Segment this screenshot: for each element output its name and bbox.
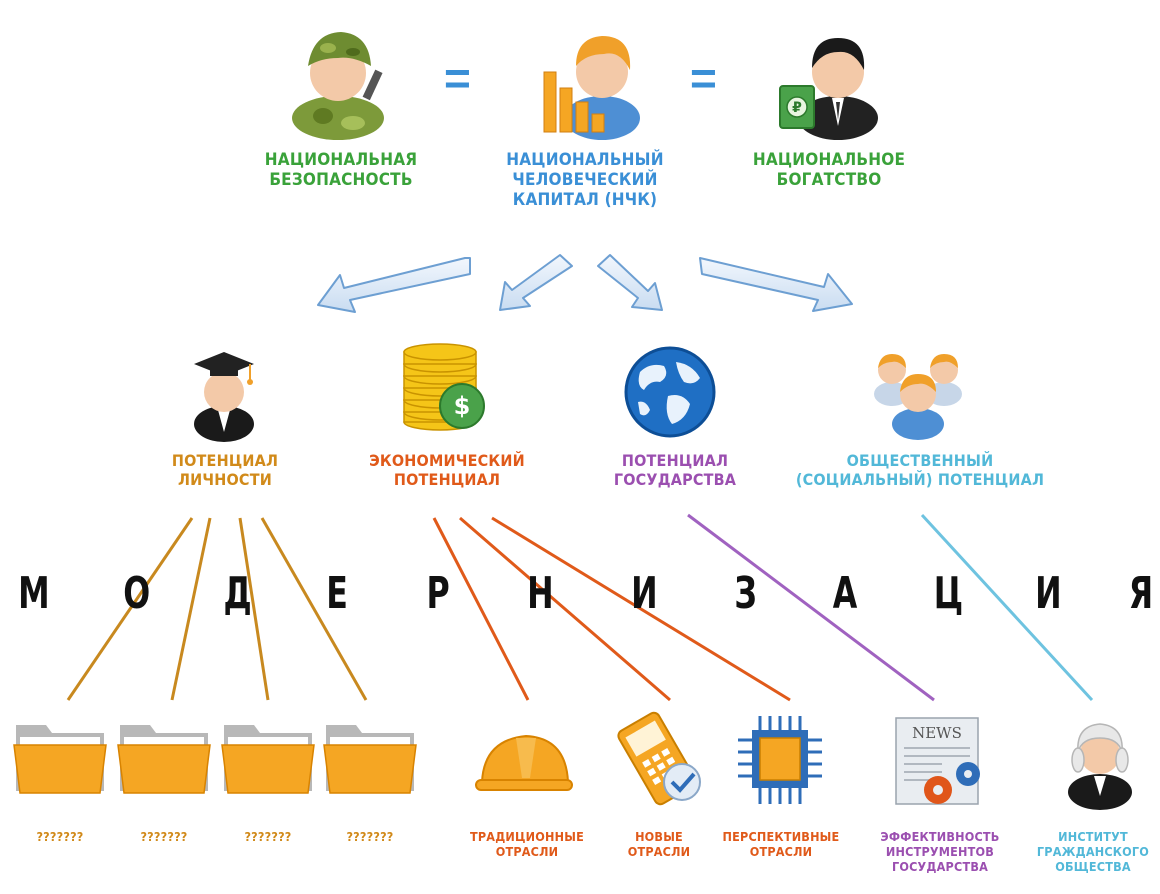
social-potential-line2: (СОЦИАЛЬНЫЙ) ПОТЕНЦИАЛ xyxy=(795,469,1045,489)
modernization-letter: Р xyxy=(426,568,450,619)
perspective-industries-label: ПЕРСПЕКТИВНЫЕ ОТРАСЛИ xyxy=(716,829,846,860)
state-potential-line2: ГОСУДАРСТВА xyxy=(613,469,737,489)
modernization-letter: О xyxy=(123,568,151,619)
social-potential-line xyxy=(920,513,1094,702)
modernization-letter: З xyxy=(734,568,757,619)
economic-potential-line1: ЭКОНОМИЧЕСКИЙ xyxy=(369,451,525,470)
phone-icon xyxy=(617,711,701,806)
folder-icon xyxy=(117,725,211,794)
news-icon: NEWS xyxy=(895,717,980,805)
economic-potential-label: ЭКОНОМИЧЕСКИЙ ПОТЕНЦИАЛ xyxy=(352,451,542,490)
national-wealth-line1: НАЦИОНАЛЬНОЕ xyxy=(752,150,906,170)
personal-potential-label: ПОТЕНЦИАЛ ЛИЧНОСТИ xyxy=(140,451,310,490)
modernization-letter: А xyxy=(832,568,858,619)
modernization-letter: Е xyxy=(326,568,348,619)
arrow-to-state xyxy=(597,254,663,311)
national-wealth-line2: БОГАТСТВО xyxy=(776,170,882,191)
ruble-sign: ₽ xyxy=(792,100,802,116)
perspective-industries-line1: ПЕРСПЕКТИВНЫЕ xyxy=(722,829,840,844)
civil-society-label: ИНСТИТУТ ГРАЖДАНСКОГО ОБЩЕСТВА xyxy=(1030,829,1156,874)
folder-label: ??????? xyxy=(140,829,188,844)
economic-potential-lines xyxy=(432,516,791,702)
folder-label: ??????? xyxy=(346,829,394,844)
hard-hat-icon xyxy=(475,734,573,791)
new-industries-line2: ОТРАСЛИ xyxy=(627,843,691,859)
national-security-label: НАЦИОНАЛЬНАЯ БЕЗОПАСНОСТЬ xyxy=(246,150,436,190)
social-potential-line1: ОБЩЕСТВЕННЫЙ xyxy=(846,451,994,470)
arrow-to-social xyxy=(699,257,853,312)
national-security-line1: НАЦИОНАЛЬНАЯ xyxy=(264,150,418,170)
traditional-industries-label: ТРАДИЦИОННЫЕ ОТРАСЛИ xyxy=(462,829,592,860)
nhc-line2: ЧЕЛОВЕЧЕСКИЙ xyxy=(512,170,658,191)
analyst-icon xyxy=(543,36,640,140)
folder-icon xyxy=(221,725,315,794)
arrow-to-economic xyxy=(499,254,573,311)
coins-icon: $ xyxy=(403,343,485,431)
national-security-line2: БЕЗОПАСНОСТЬ xyxy=(269,170,413,191)
economic-potential-line2: ПОТЕНЦИАЛ xyxy=(393,469,501,489)
soldier-icon xyxy=(292,32,384,140)
modernization-letter: М xyxy=(18,568,50,619)
news-title: NEWS xyxy=(912,724,962,742)
personal-potential-lines xyxy=(66,517,368,701)
folder-label: ??????? xyxy=(36,829,84,844)
state-potential-line1: ПОТЕНЦИАЛ xyxy=(621,451,729,470)
modernization-letter: И xyxy=(1035,568,1062,619)
globe-icon xyxy=(624,346,716,438)
civil-society-line2: ГРАЖДАНСКОГО xyxy=(1036,843,1150,859)
modernization-letter: Ц xyxy=(933,568,964,619)
modernization-letter: И xyxy=(631,568,658,619)
new-industries-label: НОВЫЕ ОТРАСЛИ xyxy=(604,829,714,860)
modernization-letter: Д xyxy=(223,568,252,619)
folder-label: ??????? xyxy=(244,829,292,844)
state-efficiency-line2: ИНСТРУМЕНТОВ xyxy=(885,843,995,859)
perspective-industries-line2: ОТРАСЛИ xyxy=(749,843,813,859)
personal-potential-line2: ЛИЧНОСТИ xyxy=(178,469,272,489)
chip-icon xyxy=(738,716,822,804)
modernization-letter: Я xyxy=(1128,568,1154,619)
folder-icon xyxy=(323,725,417,794)
state-potential-label: ПОТЕНЦИАЛ ГОСУДАРСТВА xyxy=(590,451,760,490)
equals-sign-left: = xyxy=(444,52,471,104)
nhc-line3: КАПИТАЛ (НЧК) xyxy=(512,190,658,211)
nhc-label: НАЦИОНАЛЬНЫЙ ЧЕЛОВЕЧЕСКИЙ КАПИТАЛ (НЧК) xyxy=(490,150,680,210)
graduate-icon xyxy=(194,352,254,442)
businessman-icon: ₽ xyxy=(779,38,878,140)
arrow-to-personal xyxy=(317,257,471,313)
social-potential-label: ОБЩЕСТВЕННЫЙ (СОЦИАЛЬНЫЙ) ПОТЕНЦИАЛ xyxy=(770,451,1070,490)
folder-icon xyxy=(13,725,107,794)
personal-potential-line1: ПОТЕНЦИАЛ xyxy=(171,451,279,470)
civil-society-line3: ОБЩЕСТВА xyxy=(1055,858,1131,874)
equals-sign-right: = xyxy=(690,52,717,104)
state-efficiency-label: ЭФФЕКТИВНОСТЬ ИНСТРУМЕНТОВ ГОСУДАРСТВА xyxy=(870,829,1010,874)
modernization-letter: Н xyxy=(527,568,554,619)
new-industries-line1: НОВЫЕ xyxy=(635,829,683,844)
dollar-sign: $ xyxy=(454,392,471,420)
civil-society-line1: ИНСТИТУТ xyxy=(1058,829,1128,844)
state-potential-line xyxy=(687,513,935,702)
national-wealth-label: НАЦИОНАЛЬНОЕ БОГАТСТВО xyxy=(734,150,924,190)
people-group-icon xyxy=(874,354,962,440)
state-efficiency-line3: ГОСУДАРСТВА xyxy=(891,858,988,874)
traditional-industries-line2: ОТРАСЛИ xyxy=(495,843,559,859)
state-efficiency-line1: ЭФФЕКТИВНОСТЬ xyxy=(880,829,1000,844)
judge-icon xyxy=(1068,723,1132,810)
traditional-industries-line1: ТРАДИЦИОННЫЕ xyxy=(469,829,584,844)
nhc-line1: НАЦИОНАЛЬНЫЙ xyxy=(506,150,664,170)
